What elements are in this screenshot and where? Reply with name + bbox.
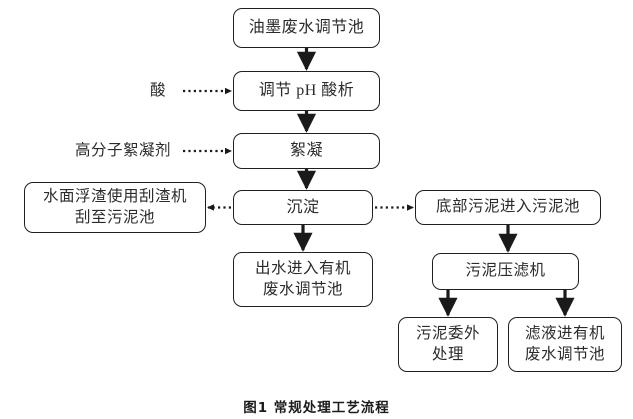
node-filtrate-to-organic-tank: 滤液进有机 废水调节池: [508, 317, 622, 372]
node-sludge-outsourced-disposal: 污泥委外 处理: [398, 317, 498, 372]
node-effluent-to-organic-tank: 出水进入有机 废水调节池: [233, 252, 373, 307]
node-ink-wastewater-tank-label: 油墨废水调节池: [248, 19, 365, 37]
node-bottom-sludge-to-pool-label: 底部污泥进入污泥池: [435, 198, 580, 216]
figure-caption: 图1 常规处理工艺流程: [243, 400, 390, 416]
node-filtrate-to-organic-tank-label: 滤液进有机 废水调节池: [524, 325, 605, 363]
node-ph-adjust-label: 调节 pH 酸析: [258, 82, 355, 100]
node-surface-scum-scraper-label: 水面浮渣使用刮渣机 刮至污泥池: [42, 188, 187, 226]
node-flocculation: 絮凝: [233, 133, 380, 169]
node-sludge-outsourced-disposal-label: 污泥委外 处理: [415, 325, 480, 363]
node-surface-scum-scraper: 水面浮渣使用刮渣机 刮至污泥池: [24, 182, 206, 233]
node-ink-wastewater-tank: 油墨废水调节池: [233, 8, 380, 48]
node-ph-adjust: 调节 pH 酸析: [233, 71, 380, 111]
node-bottom-sludge-to-pool: 底部污泥进入污泥池: [415, 190, 601, 225]
node-flocculation-label: 絮凝: [289, 142, 323, 160]
node-sedimentation: 沉淀: [233, 190, 373, 225]
node-sludge-filter-press: 污泥压滤机: [432, 253, 579, 290]
node-sedimentation-label: 沉淀: [286, 198, 320, 216]
node-sludge-filter-press-label: 污泥压滤机: [465, 262, 546, 280]
label-polymer-flocculant-input: 高分子絮凝剂: [75, 141, 172, 159]
node-effluent-to-organic-tank-label: 出水进入有机 废水调节池: [254, 260, 351, 298]
label-acid-input: 酸: [150, 81, 167, 99]
